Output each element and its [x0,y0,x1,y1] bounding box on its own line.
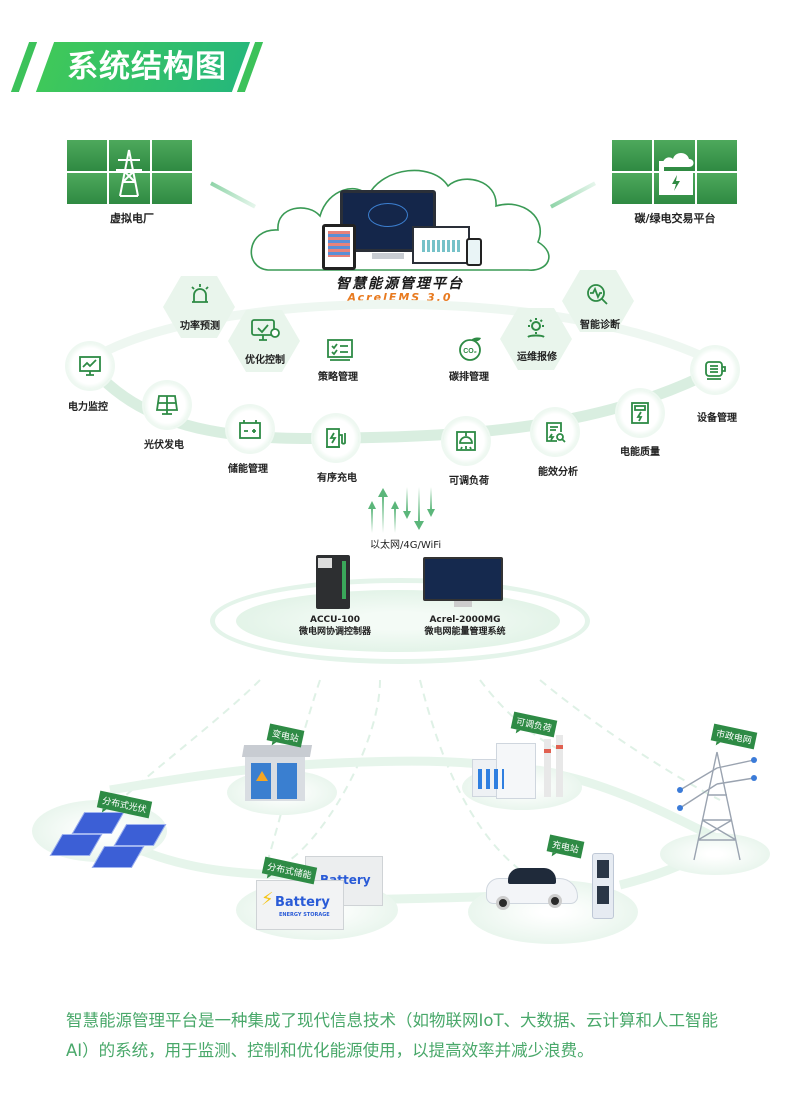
feature-label-efficiency-analysis[interactable]: 能效分析 [538,467,578,478]
feature-label-power-quality[interactable]: 电能质量 [620,447,660,458]
power-monitoring-node[interactable] [67,343,113,389]
ordered-charging-node[interactable] [313,415,359,461]
banner-stripe-left [10,42,38,92]
device-name: 微电网协调控制器 [298,627,371,637]
storage-management-node[interactable] [227,406,273,452]
factory-bolt-icon [659,153,694,195]
charger-icon [326,428,346,448]
laptop-screenshot [412,226,470,264]
power-tower-icon [116,149,142,197]
power-forecast-hex [163,276,235,338]
monitor-base [454,601,472,607]
motor-icon [705,361,726,380]
feature-label-ordered-charging[interactable]: 有序充电 [317,473,357,484]
feature-label-power-monitoring[interactable]: 电力监控 [68,402,108,413]
pv-generation-node[interactable] [144,382,190,428]
upload-arrows [368,488,399,533]
device-model: ACCU-100 [309,615,360,625]
alarm-light-icon [191,284,209,303]
feature-label-power-forecast[interactable]: 功率预测 [180,321,220,332]
feature-ring [85,299,723,444]
meter-icon [631,402,649,424]
accu-100-device [316,555,350,609]
monitor-check-icon [251,319,280,341]
feature-label-adjustable-load[interactable]: 可调负荷 [449,476,489,487]
hub-disc [236,590,560,652]
virtual-plant-label: 虚拟电厂 [110,212,154,225]
device-label-acrel: Acrel-2000MG 微电网能量管理系统 [405,614,525,638]
device-model: Acrel-2000MG [429,615,501,625]
comm-label: 以太网/4G/WiFi [370,540,442,551]
substation-building [241,745,313,801]
feature-label-maintenance[interactable]: 运维报修 [517,352,557,363]
carbon-trading-label: 碳/绿电交易平台 [634,212,716,225]
device-label-accu: ACCU-100 微电网协调控制器 [280,614,390,638]
feature-label-smart-diagnosis[interactable]: 智能诊断 [580,320,620,331]
solar-panel-icon [155,395,179,415]
acrel-2000mg-monitor [423,557,503,601]
power-quality-node[interactable] [617,390,663,436]
search-wave-icon [587,284,608,305]
monitor-chart-icon [79,356,101,376]
electric-car [482,862,582,912]
battery-subtext: ENERGY STORAGE [279,912,330,918]
battery-container-front: ⚡ Battery ENERGY STORAGE [256,880,344,930]
phone-screenshot [466,238,482,266]
feature-label-strategy-management[interactable]: 策略管理 [318,372,358,383]
battery-bolt-icon: ⚡ [261,889,274,910]
download-arrows [403,487,435,530]
charging-pile [592,853,614,919]
battery-icon [239,420,261,439]
svg-text:CO₂: CO₂ [463,348,477,355]
report-search-icon [546,422,566,443]
checklist-icon [327,339,353,361]
description-text: 智慧能源管理平台是一种集成了现代信息技术（如物联网IoT、大数据、云计算和人工智… [66,1011,719,1060]
transmission-tower [677,751,757,861]
feature-label-optimize-control[interactable]: 优化控制 [245,355,285,366]
feature-label-equipment-management[interactable]: 设备管理 [697,413,737,424]
adjustable-load-node[interactable] [443,418,489,464]
factory-building [472,735,572,801]
battery-text: Battery [275,895,330,910]
feature-label-pv-generation[interactable]: 光伏发电 [144,440,184,451]
equipment-management-node[interactable] [692,347,738,393]
platform-title: 智慧能源管理平台 [336,276,464,292]
page-title: 系统结构图 [67,49,227,85]
hub-ring [210,578,590,664]
solar-panels [48,812,167,872]
lamp-icon [456,431,476,451]
tablet-screenshot [322,224,356,270]
feature-label-carbon-management[interactable]: 碳排管理 [449,372,489,383]
monitor-screenshot [340,190,436,252]
sync-arrow-right [549,181,597,209]
monitor-stand [372,253,404,259]
gear-wrench-icon [527,318,545,338]
efficiency-analysis-node[interactable] [532,409,578,455]
comm-arrows [368,487,435,533]
feature-label-storage-management[interactable]: 储能管理 [228,464,268,475]
device-name: 微电网能量管理系统 [424,627,506,637]
co2-icon: CO₂ [459,337,481,361]
